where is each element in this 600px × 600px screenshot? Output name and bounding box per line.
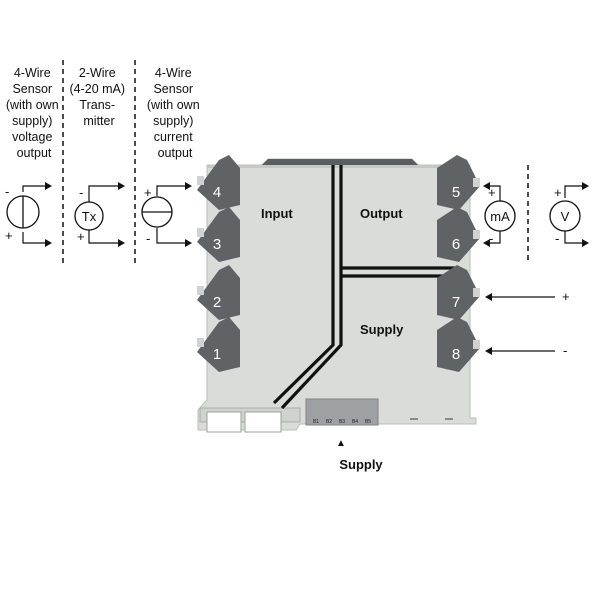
bottom-supply-label: Supply — [339, 457, 383, 472]
minus-sign: - — [563, 343, 567, 358]
bus-connector — [305, 398, 379, 426]
transmitter-label: 2-Wire (4-20 mA) Trans- mitter — [69, 66, 128, 128]
svg-text:1: 1 — [213, 346, 221, 363]
transmitter-symbol: Tx — [82, 209, 97, 224]
bus-pin-label: B5 — [365, 419, 371, 425]
minus-sign: - — [146, 231, 150, 246]
milliammeter: mA + - — [483, 182, 516, 247]
module-housing — [197, 158, 477, 433]
milliammeter-icon — [484, 200, 516, 232]
bus-pin-label: B2 — [326, 419, 332, 425]
voltmeter: V + - — [549, 182, 589, 247]
plus-sign: + — [562, 289, 570, 304]
left-terminal-1: 1 — [197, 317, 240, 372]
minus-sign: - — [489, 231, 493, 246]
plus-sign: + — [488, 185, 496, 200]
left-terminal-4: 4 — [197, 155, 240, 210]
current-source: + - — [141, 182, 192, 247]
milliammeter-symbol: mA — [490, 209, 510, 224]
voltage-sensor-label: 4-Wire Sensor (with own supply) voltage … — [6, 66, 62, 160]
bus-pin-label: B3 — [339, 419, 345, 425]
supply-plus-arrow: + — [485, 289, 570, 304]
minus-sign: - — [5, 184, 9, 199]
minus-sign: - — [79, 185, 83, 200]
svg-text:4: 4 — [213, 184, 221, 201]
svg-text:6: 6 — [452, 236, 460, 253]
right-terminal-6: 6 — [437, 207, 480, 262]
rail-slot — [206, 411, 242, 433]
isolation-barrier — [272, 165, 455, 410]
minus-sign: - — [555, 231, 559, 246]
svg-text:3: 3 — [213, 236, 221, 253]
right-terminal-5: 5 — [437, 155, 480, 210]
supply-minus-arrow: - — [485, 343, 567, 358]
right-terminal-7: 7 — [437, 265, 480, 320]
left-terminal-3: 3 — [197, 207, 240, 262]
svg-text:2: 2 — [213, 294, 221, 311]
bus-pin-label: B4 — [352, 419, 358, 425]
bottom-supply-arrow-icon: ▲ — [336, 438, 346, 449]
output-section-label: Output — [360, 206, 403, 221]
transmitter-icon — [74, 201, 104, 231]
svg-text:8: 8 — [452, 346, 460, 363]
voltmeter-symbol: V — [561, 209, 570, 224]
right-terminal-8: 8 — [437, 317, 480, 372]
plus-sign: + — [77, 229, 85, 244]
voltmeter-icon — [549, 200, 581, 232]
voltage-source: - + — [5, 182, 52, 247]
plus-sign: + — [144, 185, 152, 200]
plus-sign: + — [554, 185, 562, 200]
transmitter: Tx - + — [74, 182, 125, 247]
plus-sign: + — [5, 228, 13, 243]
input-section-label: Input — [261, 206, 293, 221]
svg-text:5: 5 — [452, 184, 460, 201]
svg-text:7: 7 — [452, 294, 460, 311]
supply-section-label: Supply — [360, 322, 404, 337]
rail-slot — [244, 411, 282, 433]
bus-pins: B1 B2 B3 B4 B5 — [313, 419, 371, 425]
left-terminal-2: 2 — [197, 265, 240, 320]
bus-pin-label: B1 — [313, 419, 319, 425]
separators — [62, 60, 529, 265]
current-sensor-label: 4-Wire Sensor (with own supply) current … — [147, 66, 203, 160]
